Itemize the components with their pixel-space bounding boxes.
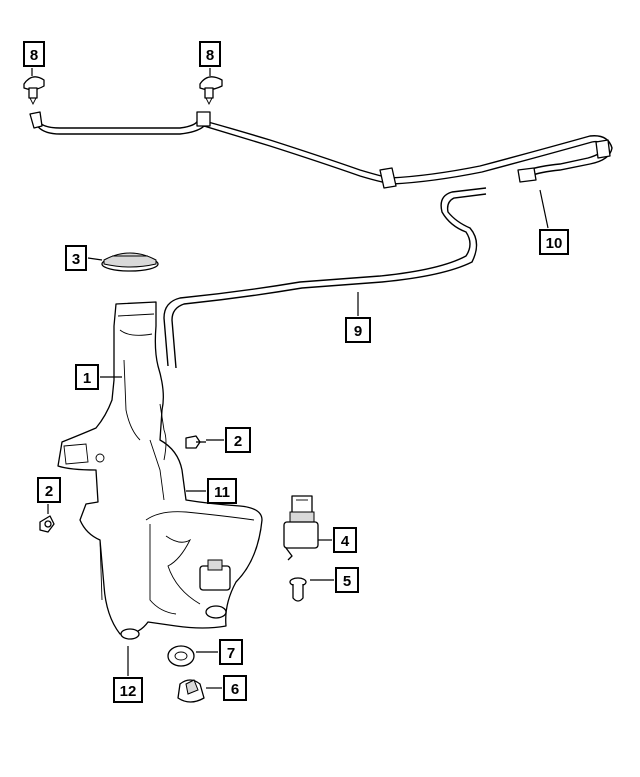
- callout-label: 8: [206, 47, 214, 64]
- reservoir-hose: [163, 187, 487, 369]
- callout-label: 6: [231, 681, 239, 698]
- callout-9: 9: [345, 317, 371, 343]
- callout-6: 6: [223, 675, 247, 701]
- leader-lines: [31, 68, 549, 689]
- level-sensor: [177, 679, 205, 703]
- washer-reservoir: [57, 301, 263, 640]
- callout-label: 11: [214, 484, 230, 501]
- callout-label: 9: [354, 323, 362, 340]
- callout-label: 1: [83, 370, 91, 387]
- callout-label: 2: [234, 433, 242, 450]
- reservoir-cap: [101, 252, 159, 272]
- installed-pump: [199, 559, 231, 591]
- callout-3: 3: [65, 245, 87, 271]
- callout-11: 11: [207, 478, 237, 504]
- washer-nozzle-left: [23, 76, 45, 106]
- callout-2-upper: 2: [225, 427, 251, 453]
- grommet: [167, 645, 195, 667]
- washer-pump: [283, 495, 319, 561]
- callout-4: 4: [333, 527, 357, 553]
- callout-label: 2: [45, 483, 53, 500]
- callout-label: 4: [341, 533, 350, 550]
- screw-pump: [289, 577, 307, 602]
- nozzle-hose: [29, 111, 613, 189]
- callout-label: 8: [30, 47, 38, 64]
- callout-label: 10: [546, 235, 563, 252]
- callout-7: 7: [219, 639, 243, 665]
- callout-1: 1: [75, 364, 99, 390]
- callout-label: 7: [227, 645, 235, 662]
- screw-lower: [39, 515, 55, 533]
- callout-10: 10: [539, 229, 569, 255]
- callout-12: 12: [113, 677, 143, 703]
- callout-label: 12: [120, 683, 137, 700]
- callout-label: 5: [343, 573, 351, 590]
- callout-8-right: 8: [199, 41, 221, 67]
- screw-upper: [185, 435, 206, 449]
- callout-label: 3: [72, 251, 80, 268]
- washer-nozzle-right: [199, 76, 223, 106]
- callout-8-left: 8: [23, 41, 45, 67]
- callout-2-lower: 2: [37, 477, 61, 503]
- callout-5: 5: [335, 567, 359, 593]
